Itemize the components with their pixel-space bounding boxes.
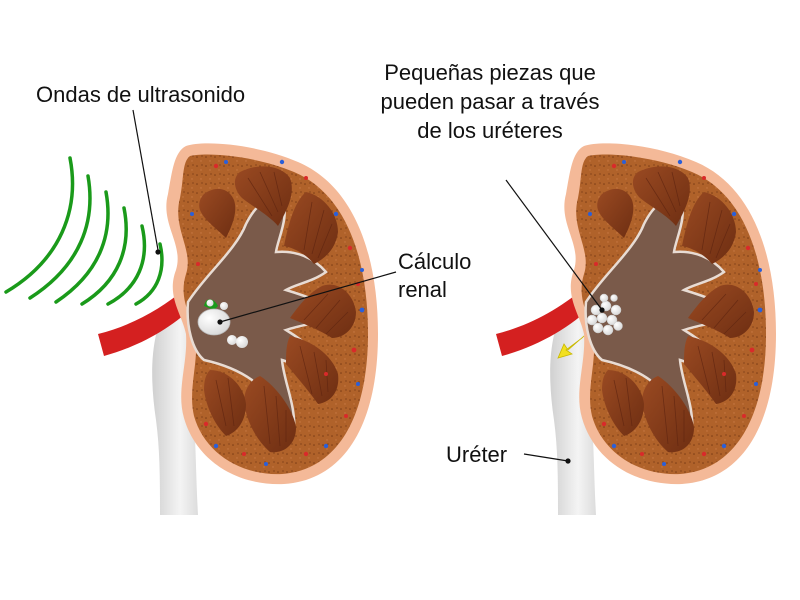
leader-ureter: [523, 453, 569, 462]
label-ultrasound-waves: Ondas de ultrasonido: [36, 82, 246, 107]
right-kidney: [496, 142, 778, 515]
left-ureter: [152, 312, 208, 515]
kidney-stone-icon: [197, 299, 248, 348]
left-kidney: [4, 142, 380, 515]
leader-pieces: [505, 179, 603, 311]
leader-lines: [132, 109, 605, 464]
right-renal-artery: [496, 288, 594, 356]
label-ureter: Uréter: [446, 442, 508, 467]
ultrasound-waves-icon: [4, 156, 164, 306]
right-ureter: [550, 312, 606, 515]
left-renal-artery: [98, 288, 196, 356]
label-kidney-stone-line2: renal: [398, 277, 447, 302]
leader-stone: [219, 271, 397, 323]
leader-waves: [132, 109, 159, 251]
downward-arrow-icon: [557, 335, 585, 359]
label-kidney-stone-line1: Cálculo: [398, 249, 472, 274]
label-small-pieces: Pequeñas piezas que pueden pasar a travé…: [380, 60, 600, 143]
label-kidney-stone: Cálculo renal: [398, 248, 471, 304]
